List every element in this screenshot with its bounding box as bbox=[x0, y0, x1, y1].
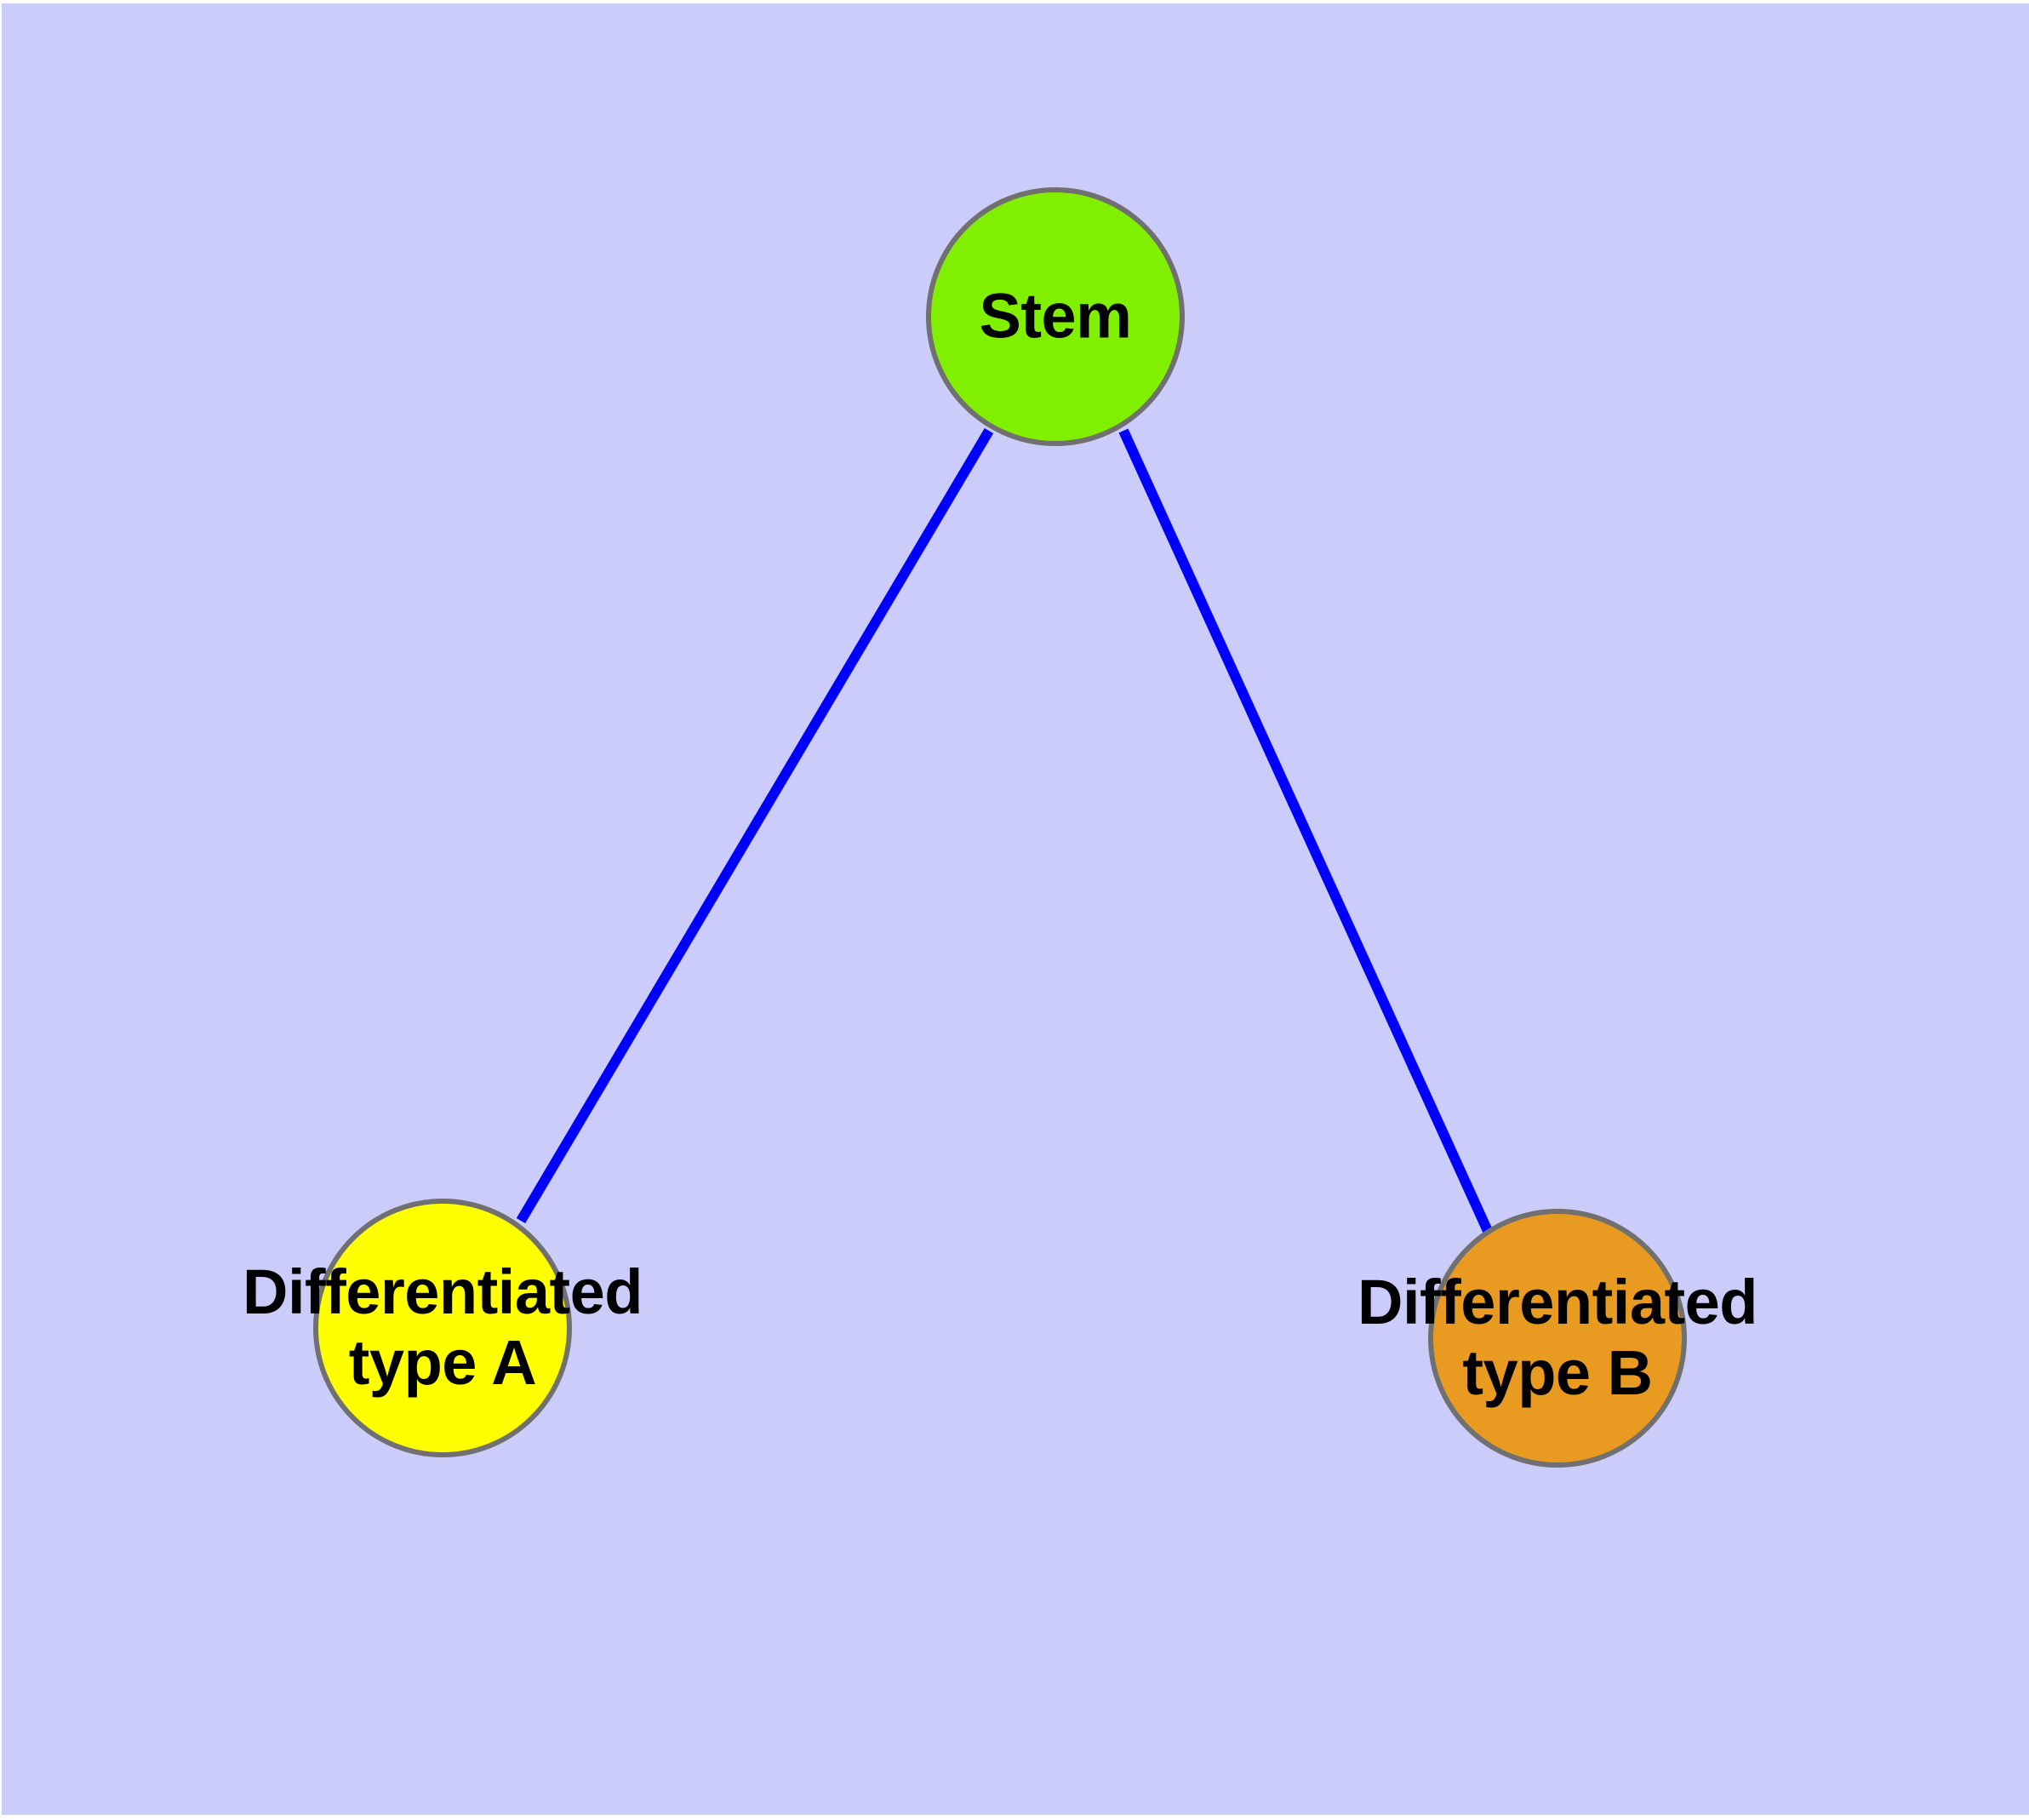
node-differentiated-type-b-label: Differentiated type B bbox=[1357, 1267, 1758, 1409]
edge-stem-to-differentiated-type-b bbox=[1118, 428, 1493, 1233]
node-differentiated-type-a-label: Differentiated type A bbox=[243, 1256, 643, 1399]
node-stem-label-line-1: Stem bbox=[979, 280, 1132, 352]
graph-canvas: Stem Differentiated type A Differentiate… bbox=[2, 3, 2029, 1815]
edge-stem-to-differentiated-type-a bbox=[516, 427, 994, 1224]
node-stem-label: Stem bbox=[979, 280, 1132, 352]
node-stem[interactable]: Stem bbox=[926, 187, 1185, 446]
node-differentiated-type-a-label-line-1: Differentiated bbox=[243, 1256, 643, 1328]
node-differentiated-type-a-label-line-2: type A bbox=[348, 1327, 537, 1398]
node-differentiated-type-a[interactable]: Differentiated type A bbox=[243, 1199, 643, 1457]
node-differentiated-type-b-label-line-1: Differentiated bbox=[1357, 1267, 1758, 1338]
node-differentiated-type-b-label-line-2: type B bbox=[1462, 1337, 1653, 1408]
node-differentiated-type-b[interactable]: Differentiated type B bbox=[1357, 1209, 1758, 1468]
